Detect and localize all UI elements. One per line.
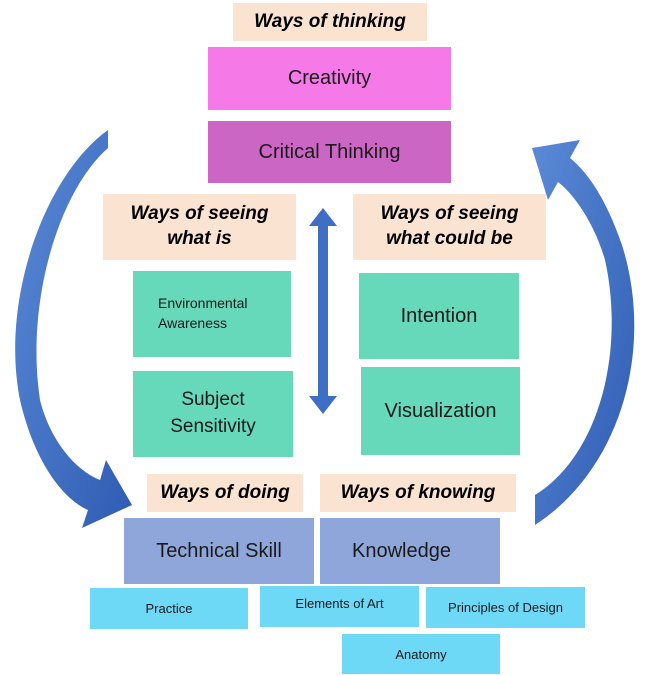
double-headed-arrow [309, 208, 337, 414]
header-ways-of-seeing-what-is: Ways of seeing what is [103, 194, 296, 260]
box-intention-label: Intention [400, 304, 478, 327]
box-creativity: Creativity [208, 47, 451, 110]
header-ways-of-thinking: Ways of thinking [233, 3, 427, 41]
box-knowledge: Knowledge [320, 518, 500, 584]
header-seeing-could-line2: what could be [386, 228, 513, 249]
box-technical-skill: Technical Skill [124, 518, 314, 584]
box-visualization-label: Visualization [384, 399, 497, 422]
box-principles-of-design: Principles of Design [426, 587, 585, 628]
box-knowledge-label: Knowledge [352, 539, 451, 562]
box-intention: Intention [359, 273, 519, 359]
env-line1: Environmental [158, 295, 248, 312]
header-ways-of-doing-label: Ways of doing [160, 481, 290, 503]
env-line2: Awareness [158, 315, 228, 331]
box-anatomy: Anatomy [342, 634, 500, 674]
box-principles-of-design-label: Principles of Design [448, 600, 563, 615]
header-ways-of-knowing: Ways of knowing [320, 474, 516, 512]
header-seeing-is-line1: Ways of seeing [130, 203, 269, 225]
header-seeing-could-line1: Ways of seeing [380, 203, 519, 225]
header-seeing-is-line2: what is [167, 228, 232, 249]
header-ways-of-doing: Ways of doing [147, 474, 303, 512]
header-ways-of-thinking-label: Ways of thinking [254, 10, 406, 32]
box-technical-skill-label: Technical Skill [156, 539, 282, 562]
box-creativity-label: Creativity [287, 67, 372, 89]
box-elements-of-art: Elements of Art [260, 586, 419, 627]
subject-line1: Subject [181, 389, 245, 411]
box-elements-of-art-label: Elements of Art [295, 596, 384, 611]
box-subject-sensitivity: Subject Sensitivity [133, 371, 293, 457]
box-practice: Practice [90, 588, 248, 629]
box-environmental-awareness: Environmental Awareness [133, 271, 291, 357]
box-anatomy-label: Anatomy [395, 646, 447, 662]
right-curved-arrow [532, 140, 635, 525]
box-critical-thinking: Critical Thinking [208, 121, 451, 183]
left-curved-arrow [15, 130, 132, 528]
header-ways-of-seeing-what-could-be: Ways of seeing what could be [353, 194, 546, 260]
subject-line2: Sensitivity [170, 416, 256, 437]
box-visualization: Visualization [361, 367, 520, 455]
box-practice-label: Practice [145, 601, 193, 616]
header-ways-of-knowing-label: Ways of knowing [340, 481, 496, 503]
box-critical-thinking-label: Critical Thinking [258, 140, 401, 163]
